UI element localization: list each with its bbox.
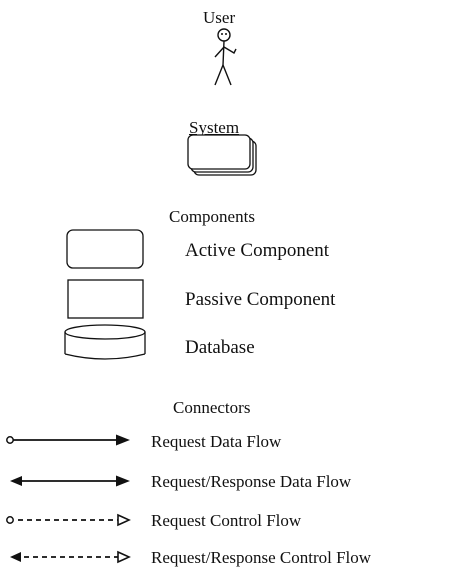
passive-component-label: Passive Component xyxy=(185,289,336,310)
components-heading: Components xyxy=(169,207,255,226)
user-label: User xyxy=(203,8,236,27)
request-data-flow-label: Request Data Flow xyxy=(151,432,282,451)
rectangle-icon xyxy=(67,279,144,319)
dashed-double-arrow-icon xyxy=(10,550,131,564)
system-box-icon xyxy=(187,134,257,176)
solid-arrow-open-circle-tail-icon xyxy=(6,434,130,446)
rounded-rectangle-icon xyxy=(66,229,144,269)
request-control-flow-label: Request Control Flow xyxy=(151,511,302,530)
dashed-arrow-open-circle-tail-icon xyxy=(6,513,131,527)
solid-double-arrow-icon xyxy=(10,475,130,487)
cylinder-icon xyxy=(64,324,146,360)
active-component-label: Active Component xyxy=(185,240,330,261)
database-label: Database xyxy=(185,337,255,358)
stick-figure-user-icon xyxy=(214,28,237,86)
connectors-heading: Connectors xyxy=(173,398,251,417)
request-response-data-flow-label: Request/Response Data Flow xyxy=(151,472,352,491)
request-response-control-flow-label: Request/Response Control Flow xyxy=(151,548,372,567)
system-label: System xyxy=(189,118,240,137)
